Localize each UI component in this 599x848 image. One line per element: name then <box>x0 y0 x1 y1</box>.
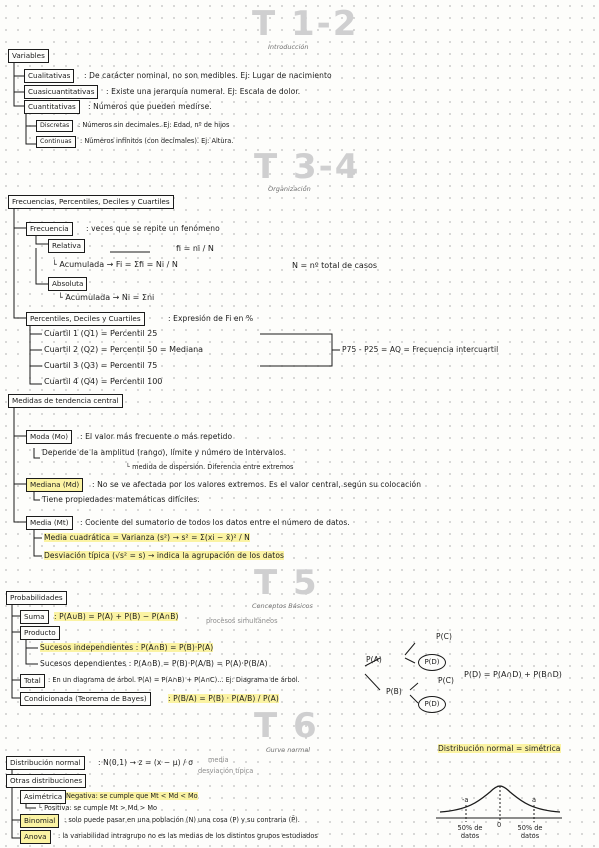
formula-tipificacion: : N(0,1) → z = (x − μ) / σ <box>98 758 194 767</box>
box-cuantitativas: Cuantitativas <box>24 100 80 114</box>
note-desviacion-tipica: desviación típica <box>198 767 254 775</box>
box-distribucion-normal: Distribución normal <box>6 756 85 770</box>
section-subtitle-t5: Conceptos Básicos <box>252 602 313 610</box>
text-binomial-desc: : solo puede pasar en una población (N) … <box>64 816 300 824</box>
text-curva-titulo: Distribución normal = simétrica <box>438 744 561 753</box>
section-heading-t6: T 6 <box>254 706 319 746</box>
text-cuartil-1: Cuartil 1 (Q1) = Percentil 25 <box>44 329 158 338</box>
section-heading-t5: T 5 <box>254 563 319 603</box>
section-heading-t12: T 1-2 <box>252 4 359 44</box>
box-medidas: Medidas de tendencia central <box>8 394 123 408</box>
box-cualitativas: Cualitativas <box>24 69 75 83</box>
tree-node-pc-2: P(C) <box>438 676 455 685</box>
box-total: Total <box>20 674 45 688</box>
formula-probabilidad-total: P(D) = P(A∩D) + P(B∩D) <box>464 670 562 679</box>
box-asimetrica: Asimétrica <box>20 790 67 804</box>
text-cuartil-3: Cuartil 3 (Q3) = Percentil 75 <box>44 361 158 370</box>
box-mediana: Mediana (Md) <box>26 478 84 492</box>
tree-node-pa: P(A) <box>366 655 382 664</box>
text-mediana-desc: : No se ve afectada por los valores extr… <box>92 480 422 489</box>
box-percentiles: Percentiles, Deciles y Cuartiles <box>26 312 145 326</box>
text-continuas-desc: : Números infinitos (con decimales). Ej:… <box>80 137 234 145</box>
formula-acumulada-absoluta: └ Acumulada → Ni = Σni <box>58 293 155 302</box>
text-asimetrica-positiva: └ Positiva: se cumple Mt > Md > Mo <box>38 804 158 812</box>
text-anova-desc: : la variabilidad intragrupo no es las m… <box>58 832 318 840</box>
tree-node-pb: P(B) <box>386 687 402 696</box>
text-moda-desc: : El valor más frecuente o más repetido <box>80 432 233 441</box>
section-subtitle-t6: Curva normal <box>266 746 311 754</box>
tree-node-pd-2: P(D) <box>418 696 446 713</box>
text-desviacion-tipica: Desviación típica (√s² = s) → indica la … <box>44 551 285 560</box>
formula-bayes: : P(B/A) = P(B) · P(A/B) / P(A) <box>168 694 279 703</box>
box-variables: Variables <box>8 49 49 63</box>
formula-suma: : P(A∪B) = P(A) + P(B) − P(A∩B) <box>54 612 179 621</box>
box-absoluta: Absoluta <box>48 277 88 291</box>
curve-label-50-right: 50% de datos <box>517 824 543 840</box>
curve-label-neg-a: -a <box>462 796 469 804</box>
note-procesos-simultaneos: procesos simultáneos <box>206 617 278 625</box>
text-cuartil-4: Cuartil 4 (Q4) = Percentil 100 <box>44 377 163 386</box>
box-otras-distribuciones: Otras distribuciones <box>6 774 87 788</box>
curve-label-a: a <box>532 796 537 804</box>
text-total-desc: : En un diagrama de árbol. P(A) = P(A∩B)… <box>48 676 300 684</box>
box-relativa: Relativa <box>48 239 85 253</box>
text-cuartil-2: Cuartil 2 (Q2) = Percentil 50 = Mediana <box>44 345 204 354</box>
text-sucesos-independientes: Sucesos independientes : P(A∩B) = P(B)·P… <box>40 643 214 652</box>
text-mediana-propiedades: Tiene propiedades matemáticas difíciles. <box>42 495 200 504</box>
text-moda-depende: Depende de la amplitud (rango), límite y… <box>42 448 287 457</box>
section-subtitle-t12: Introducción <box>268 43 309 51</box>
box-condicionada: Condicionada (Teorema de Bayes) <box>20 692 151 706</box>
section-heading-t34: T 3-4 <box>254 147 361 187</box>
text-media-desc: : Cociente del sumatorio de todos los da… <box>80 518 350 527</box>
text-cuasi-desc: : Existe una jerarquía numeral. Ej: Esca… <box>106 87 301 96</box>
formula-varianza: Media cuadrática = Varianza (s²) → s² = … <box>44 533 250 542</box>
note-media: media <box>208 756 229 764</box>
box-suma: Suma <box>20 610 49 624</box>
text-sucesos-dependientes: Sucesos dependientes : P(A∩B) = P(B)·P(A… <box>40 659 268 668</box>
text-percentiles-desc: : Expresión de Fi en % <box>168 314 254 323</box>
tree-node-pc-1: P(C) <box>436 632 453 641</box>
tree-node-pd-1: P(D) <box>418 654 446 671</box>
formula-acumulada-relativa: └ Acumulada → Fi = Σfi = Ni / N <box>52 260 178 269</box>
box-frecuencia: Frecuencia <box>26 222 73 236</box>
formula-relativa: fi = ni / N <box>176 244 214 253</box>
text-frecuencia-desc: : veces que se repite un fenómeno <box>86 224 220 233</box>
text-moda-dispersion: └ medida de dispersión. Diferencia entre… <box>126 463 294 471</box>
box-frecuencias: Frecuencias, Percentiles, Deciles y Cuar… <box>8 195 174 209</box>
box-discretas: Discretas <box>36 120 74 132</box>
box-producto: Producto <box>20 626 60 640</box>
box-probabilidades: Probabilidades <box>6 591 67 605</box>
text-cuant-desc: : Números que pueden medirse. <box>88 102 212 111</box>
box-anova: Anova <box>20 830 51 844</box>
text-cualitativas-desc: : De carácter nominal, no son medibles. … <box>84 71 332 80</box>
box-cuasicuantitativas: Cuasicuantitativas <box>24 85 99 99</box>
text-asimetrica-negativa: Negativa: se cumple que Mt < Md < Mo <box>66 792 198 800</box>
box-media: Media (Mt) <box>26 516 73 530</box>
text-n-total: N = nº total de casos <box>292 261 378 270</box>
box-continuas: Continuas <box>36 136 76 148</box>
section-subtitle-t34: Organización <box>268 185 311 193</box>
box-moda: Moda (Mo) <box>26 430 73 444</box>
curve-label-50-left: 50% de datos <box>457 824 483 840</box>
curve-label-zero: 0 <box>497 821 502 829</box>
text-amplitud-intercuartil: P75 - P25 = AQ = Frecuencia intercuartil <box>342 345 499 354</box>
text-discretas-desc: : Números sin decimales. Ej: Edad, nº de… <box>78 121 230 129</box>
box-binomial: Binomial <box>20 814 60 828</box>
